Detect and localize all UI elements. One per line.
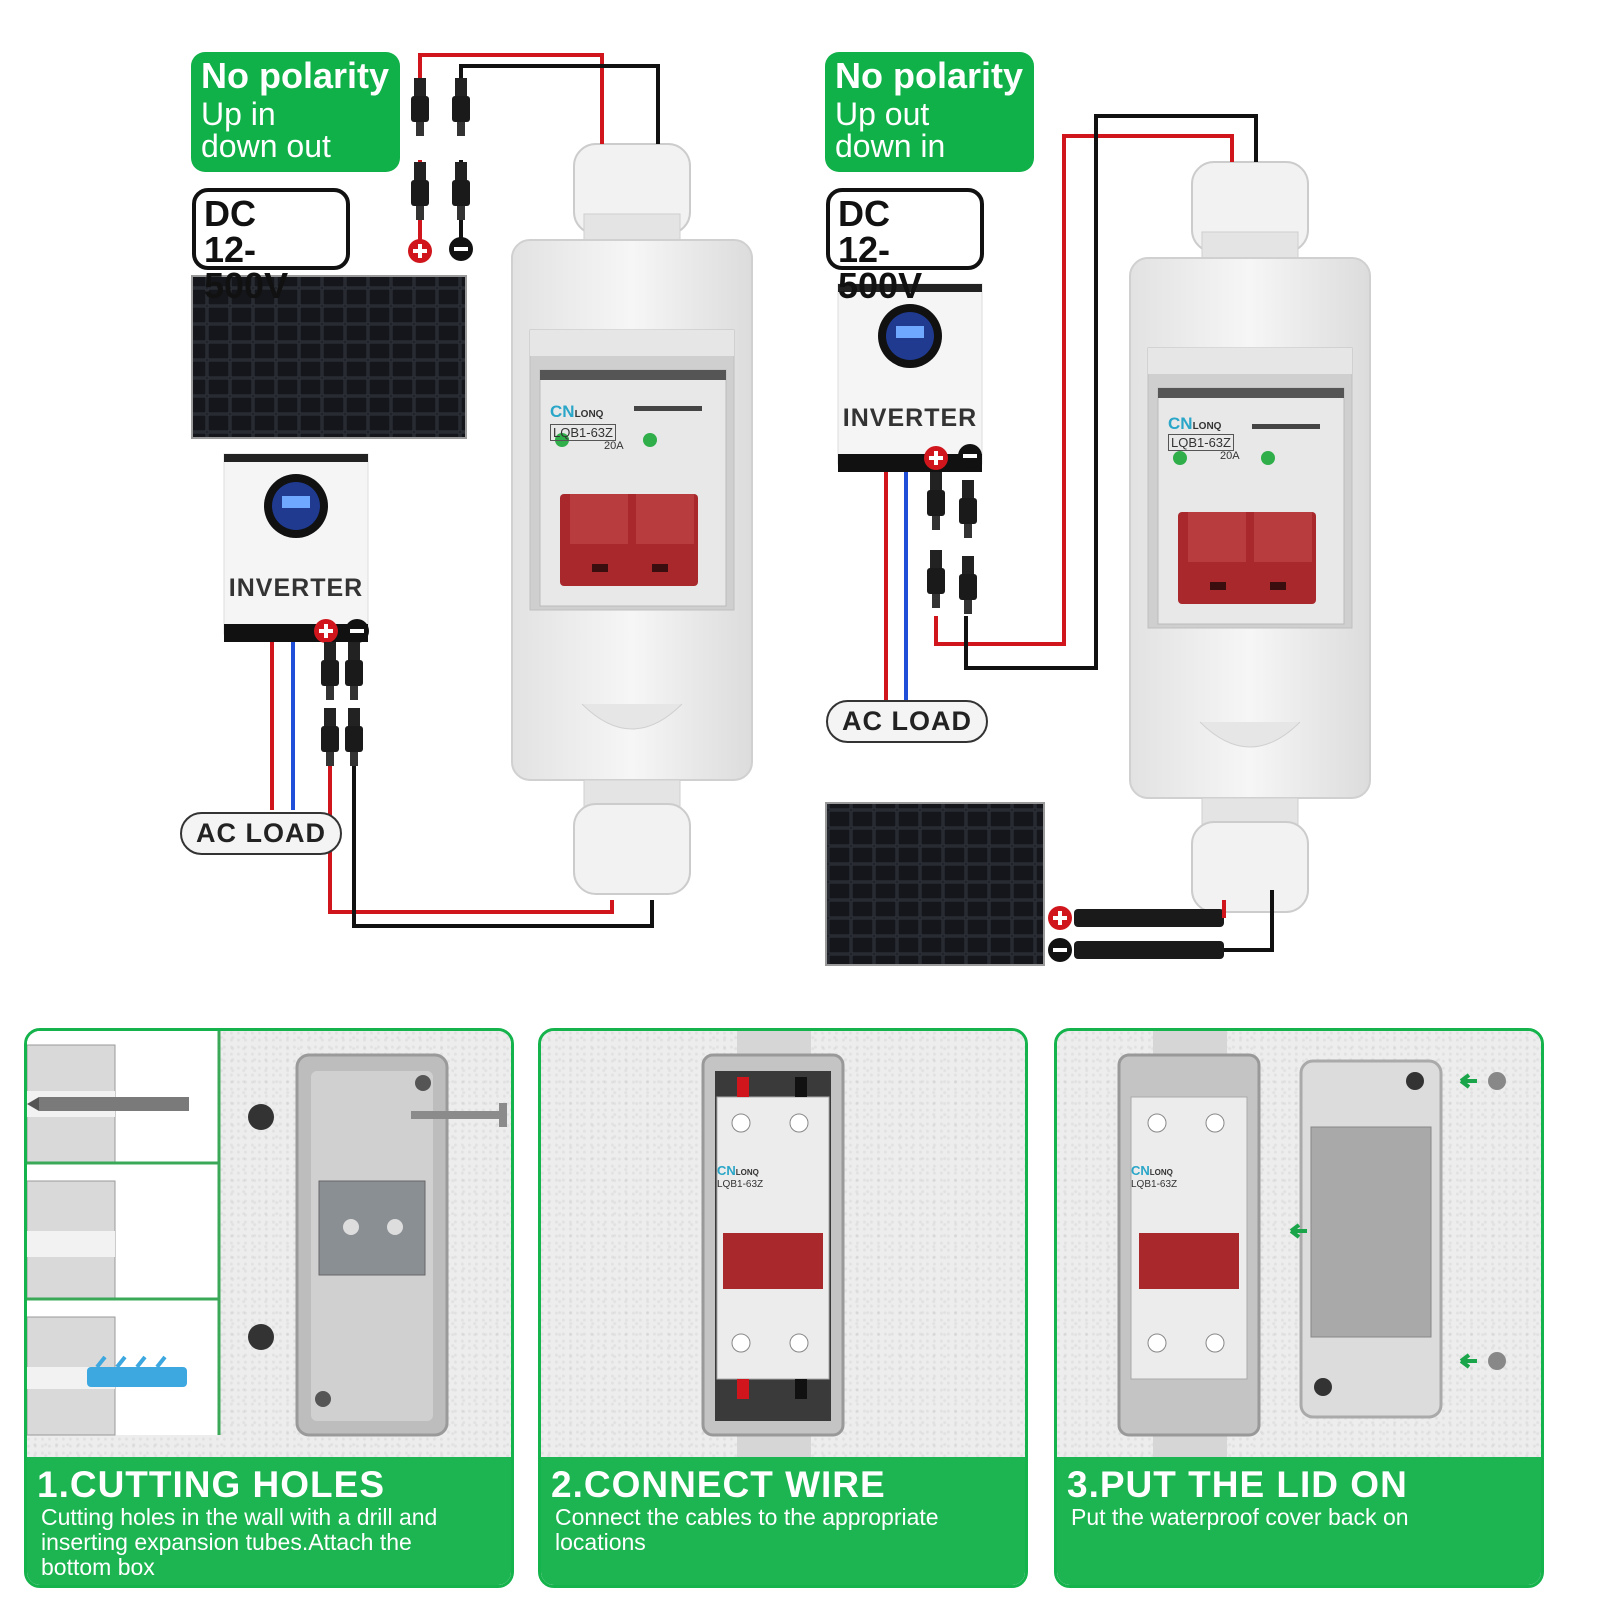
left-diagram (191, 53, 753, 928)
right-voltage-line2: 12-500V (838, 229, 923, 306)
wiring-diagram-svg (191, 53, 1371, 966)
left-tag-line2: down out (201, 128, 331, 164)
waterproof-lid-icon (1299, 1059, 1443, 1419)
lid-screw-icon (1488, 1072, 1506, 1370)
left-ac-load-label: AC LOAD (180, 812, 342, 855)
left-inverter-label: INVERTER (228, 574, 364, 602)
step1-desc-line3: bottom box (41, 1554, 155, 1580)
step-connect-wire: CNLONQ LQB1-63Z 2.CONNECT WIRE Connect t… (538, 1028, 1028, 1588)
left-panel-plus-icon (408, 239, 432, 263)
left-breaker-box (511, 143, 753, 895)
left-voltage-line1: DC (204, 193, 256, 234)
right-breaker-rating: 20A (1220, 450, 1240, 462)
drill-bit-icon (27, 1097, 189, 1111)
right-ac-load-label: AC LOAD (826, 700, 988, 743)
step1-desc-line1: Cutting holes in the wall with a drill a… (41, 1504, 438, 1530)
left-voltage-tag: DC 12-500V (192, 188, 350, 304)
step1-title: 1.CUTTING HOLES (37, 1464, 386, 1505)
right-solar-panel (825, 802, 1045, 966)
right-panel-plus-icon (1048, 906, 1072, 930)
right-tag-line2: down in (835, 128, 946, 164)
step3-illustration (1117, 1031, 1506, 1463)
step1-illustration (27, 1031, 507, 1437)
right-breaker-box (1129, 161, 1371, 913)
step2-breaker-brand: CNLONQ (717, 1163, 759, 1178)
open-box-icon (1117, 1053, 1261, 1437)
step2-desc-line1: Connect the cables to the appropriate (555, 1504, 939, 1530)
step1-desc-line2: inserting expansion tubes.Attach the (41, 1529, 412, 1555)
wall-hole-top-icon (248, 1104, 274, 1130)
right-polarity-tag: No polarity Up out down in (825, 52, 1034, 172)
right-inverter-minus-icon (958, 444, 982, 468)
right-voltage-tag: DC 12-500V (826, 188, 984, 304)
step-cutting-holes: 1.CUTTING HOLES Cutting holes in the wal… (24, 1028, 514, 1588)
left-polarity-tag: No polarity Up in down out (191, 52, 400, 172)
box-with-breaker-icon (701, 1053, 845, 1437)
step1-banner: 1.CUTTING HOLES Cutting holes in the wal… (27, 1457, 511, 1585)
right-tag-title: No polarity (835, 55, 1024, 96)
right-voltage-line1: DC (838, 193, 890, 234)
left-inverter-unit (223, 453, 369, 643)
bottom-box-icon (295, 1053, 449, 1437)
right-inverter-unit (837, 283, 983, 473)
left-inverter-plus-icon (314, 619, 338, 643)
step2-breaker-model: LQB1-63Z (717, 1179, 764, 1190)
wall-hole-bottom-icon (248, 1324, 274, 1350)
left-inverter-minus-icon (345, 619, 369, 643)
step2-title: 2.CONNECT WIRE (551, 1464, 886, 1505)
left-tag-line1: Up in (201, 96, 276, 132)
left-breaker-model: LQB1-63Z (550, 424, 616, 441)
left-breaker-rating: 20A (604, 440, 624, 452)
step2-illustration (701, 1031, 845, 1463)
right-diagram (825, 114, 1371, 966)
step-put-lid-on: CNLONQ LQB1-63Z 3.PUT THE LID ON Put the… (1054, 1028, 1544, 1588)
right-inverter-label: INVERTER (842, 404, 978, 432)
right-breaker-model: LQB1-63Z (1168, 434, 1234, 451)
right-inverter-plus-icon (924, 446, 948, 470)
screw-icon (411, 1103, 507, 1127)
step2-desc-line2: locations (555, 1529, 646, 1555)
wiring-diagrams: No polarity Up in down out DC 12-500V IN… (180, 52, 1371, 966)
left-panel-minus-icon (449, 237, 473, 261)
right-tag-line1: Up out (835, 96, 930, 132)
left-tag-title: No polarity (201, 55, 390, 96)
right-panel-minus-icon (1048, 938, 1072, 962)
step3-breaker-model: LQB1-63Z (1131, 1179, 1178, 1190)
step3-title: 3.PUT THE LID ON (1067, 1464, 1408, 1505)
left-voltage-line2: 12-500V (204, 229, 289, 306)
step3-desc-line1: Put the waterproof cover back on (1071, 1504, 1409, 1530)
arrow-left-icon (1289, 1073, 1477, 1369)
expansion-tube-icon (87, 1355, 187, 1387)
right-breaker-brand: CNLONQ (1168, 414, 1222, 433)
step3-breaker-brand: CNLONQ (1131, 1163, 1173, 1178)
step2-banner: 2.CONNECT WIRE Connect the cables to the… (541, 1457, 1025, 1585)
step3-banner: 3.PUT THE LID ON Put the waterproof cove… (1057, 1457, 1541, 1585)
left-solar-panel (191, 275, 467, 439)
left-breaker-brand: CNLONQ (550, 402, 604, 421)
